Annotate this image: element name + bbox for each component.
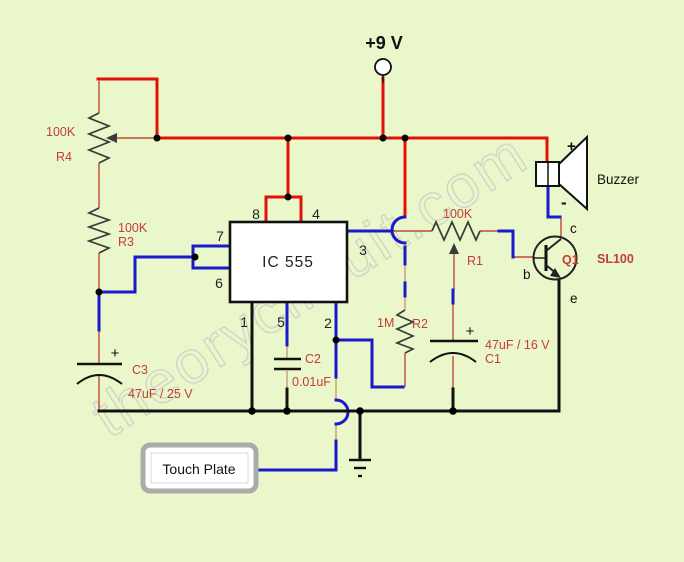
touch-plate-label: Touch Plate	[162, 461, 235, 477]
c3-ref-label: C3	[132, 363, 148, 377]
q1-ref-label: Q1	[562, 253, 579, 267]
wire-pins67-to-r3c3-node	[97, 255, 197, 294]
junction-dot	[332, 336, 340, 344]
junction-dot	[248, 407, 256, 415]
junction-dot	[95, 288, 103, 296]
pin-label-7: 7	[216, 228, 224, 244]
wire-touch-plate-to-pin2	[254, 439, 338, 472]
r3-ref-label: R3	[118, 235, 134, 249]
q1-part-label: SL100	[597, 252, 634, 266]
c3-value-label: 47uF / 25 V	[128, 387, 193, 401]
capacitors	[76, 339, 478, 385]
r3-value-label: 100K	[118, 221, 148, 235]
pin-label-5: 5	[277, 314, 285, 330]
r1-ref-label: R1	[467, 254, 483, 268]
r4-value-label: 100K	[46, 125, 76, 139]
wire-hop-over-pin3	[390, 215, 407, 245]
touch-plate-inner	[150, 452, 249, 484]
black-wires	[97, 73, 561, 461]
c2-ref-label: C2	[305, 352, 321, 366]
pin-label-8: 8	[252, 206, 260, 222]
vcc-terminal	[374, 58, 392, 76]
r2-value-label: 1M	[377, 316, 394, 330]
junction-dot	[153, 134, 161, 142]
junction-dot	[356, 407, 364, 415]
touch-plate: Touch Plate	[140, 442, 259, 494]
junction-dot	[449, 407, 457, 415]
wire-buzzer-minus-to-collector	[546, 185, 562, 219]
resistor-r2-zigzag	[394, 309, 416, 354]
c2-value-label: 0.01uF	[292, 375, 331, 389]
r4-ref-label: R4	[56, 150, 72, 164]
resistor-r4-zigzag	[86, 112, 112, 164]
transistor-emitter-arrow	[550, 268, 561, 278]
buzzer-symbol: + - Buzzer	[535, 134, 640, 212]
q1-base-label: b	[523, 267, 531, 282]
component-labels: 100K R4 100K R3 100K R1 1M R2 C3 47uF / …	[46, 125, 550, 401]
ic555-label: IC 555	[262, 254, 314, 271]
c3-plus-mark: +	[111, 345, 120, 362]
transistor-collector-line	[545, 238, 562, 252]
c1-value-label: 47uF / 16 V	[485, 338, 550, 352]
junction-dot	[191, 253, 199, 261]
junction-dots	[95, 134, 457, 415]
junction-dot	[284, 134, 292, 142]
resistor-r1-zigzag	[431, 219, 481, 243]
wire-r4-top-to-rail	[96, 77, 159, 140]
ground-symbol	[349, 458, 371, 478]
buzzer-minus-label: -	[561, 193, 567, 212]
wire-r1-to-base	[497, 229, 515, 259]
r1-wiper-arrow	[449, 243, 459, 254]
pin-label-1: 1	[240, 314, 248, 330]
resistor-r3-zigzag	[86, 207, 112, 254]
wire-pin8-pin4-bridge	[264, 195, 303, 224]
pin-label-2: 2	[324, 315, 332, 331]
r1-value-label: 100K	[443, 207, 473, 221]
pin-label-6: 6	[215, 275, 223, 291]
ic555-body	[228, 220, 349, 304]
junction-dot	[283, 407, 291, 415]
wire-pin2-to-r2	[334, 338, 405, 389]
junction-dot	[284, 193, 292, 201]
cap-c1-plate-neg	[429, 352, 477, 363]
cap-c3-plate-neg	[76, 374, 123, 385]
c1-plus-mark: +	[466, 323, 475, 340]
r2-ref-label: R2	[412, 317, 428, 331]
junction-dot	[379, 134, 387, 142]
q1-collector-label: c	[570, 221, 577, 236]
junction-dot	[401, 134, 409, 142]
r4-wiper-arrow	[106, 133, 117, 143]
pin-label-3: 3	[359, 242, 367, 258]
transistor-q1-symbol: c b e Q1 SL100	[523, 221, 634, 306]
c1-ref-label: C1	[485, 352, 501, 366]
pin-label-4: 4	[312, 206, 320, 222]
q1-emitter-label: e	[570, 291, 578, 306]
buzzer-label: Buzzer	[597, 172, 640, 187]
ic555-pin-numbers: 8 4 7 6 3 1 5 2	[215, 206, 367, 331]
resistors	[86, 112, 481, 354]
transistor-circle	[532, 235, 578, 281]
component-leads	[98, 81, 562, 411]
vcc-label: +9 V	[365, 33, 403, 53]
buzzer-plus-label: +	[567, 138, 576, 155]
